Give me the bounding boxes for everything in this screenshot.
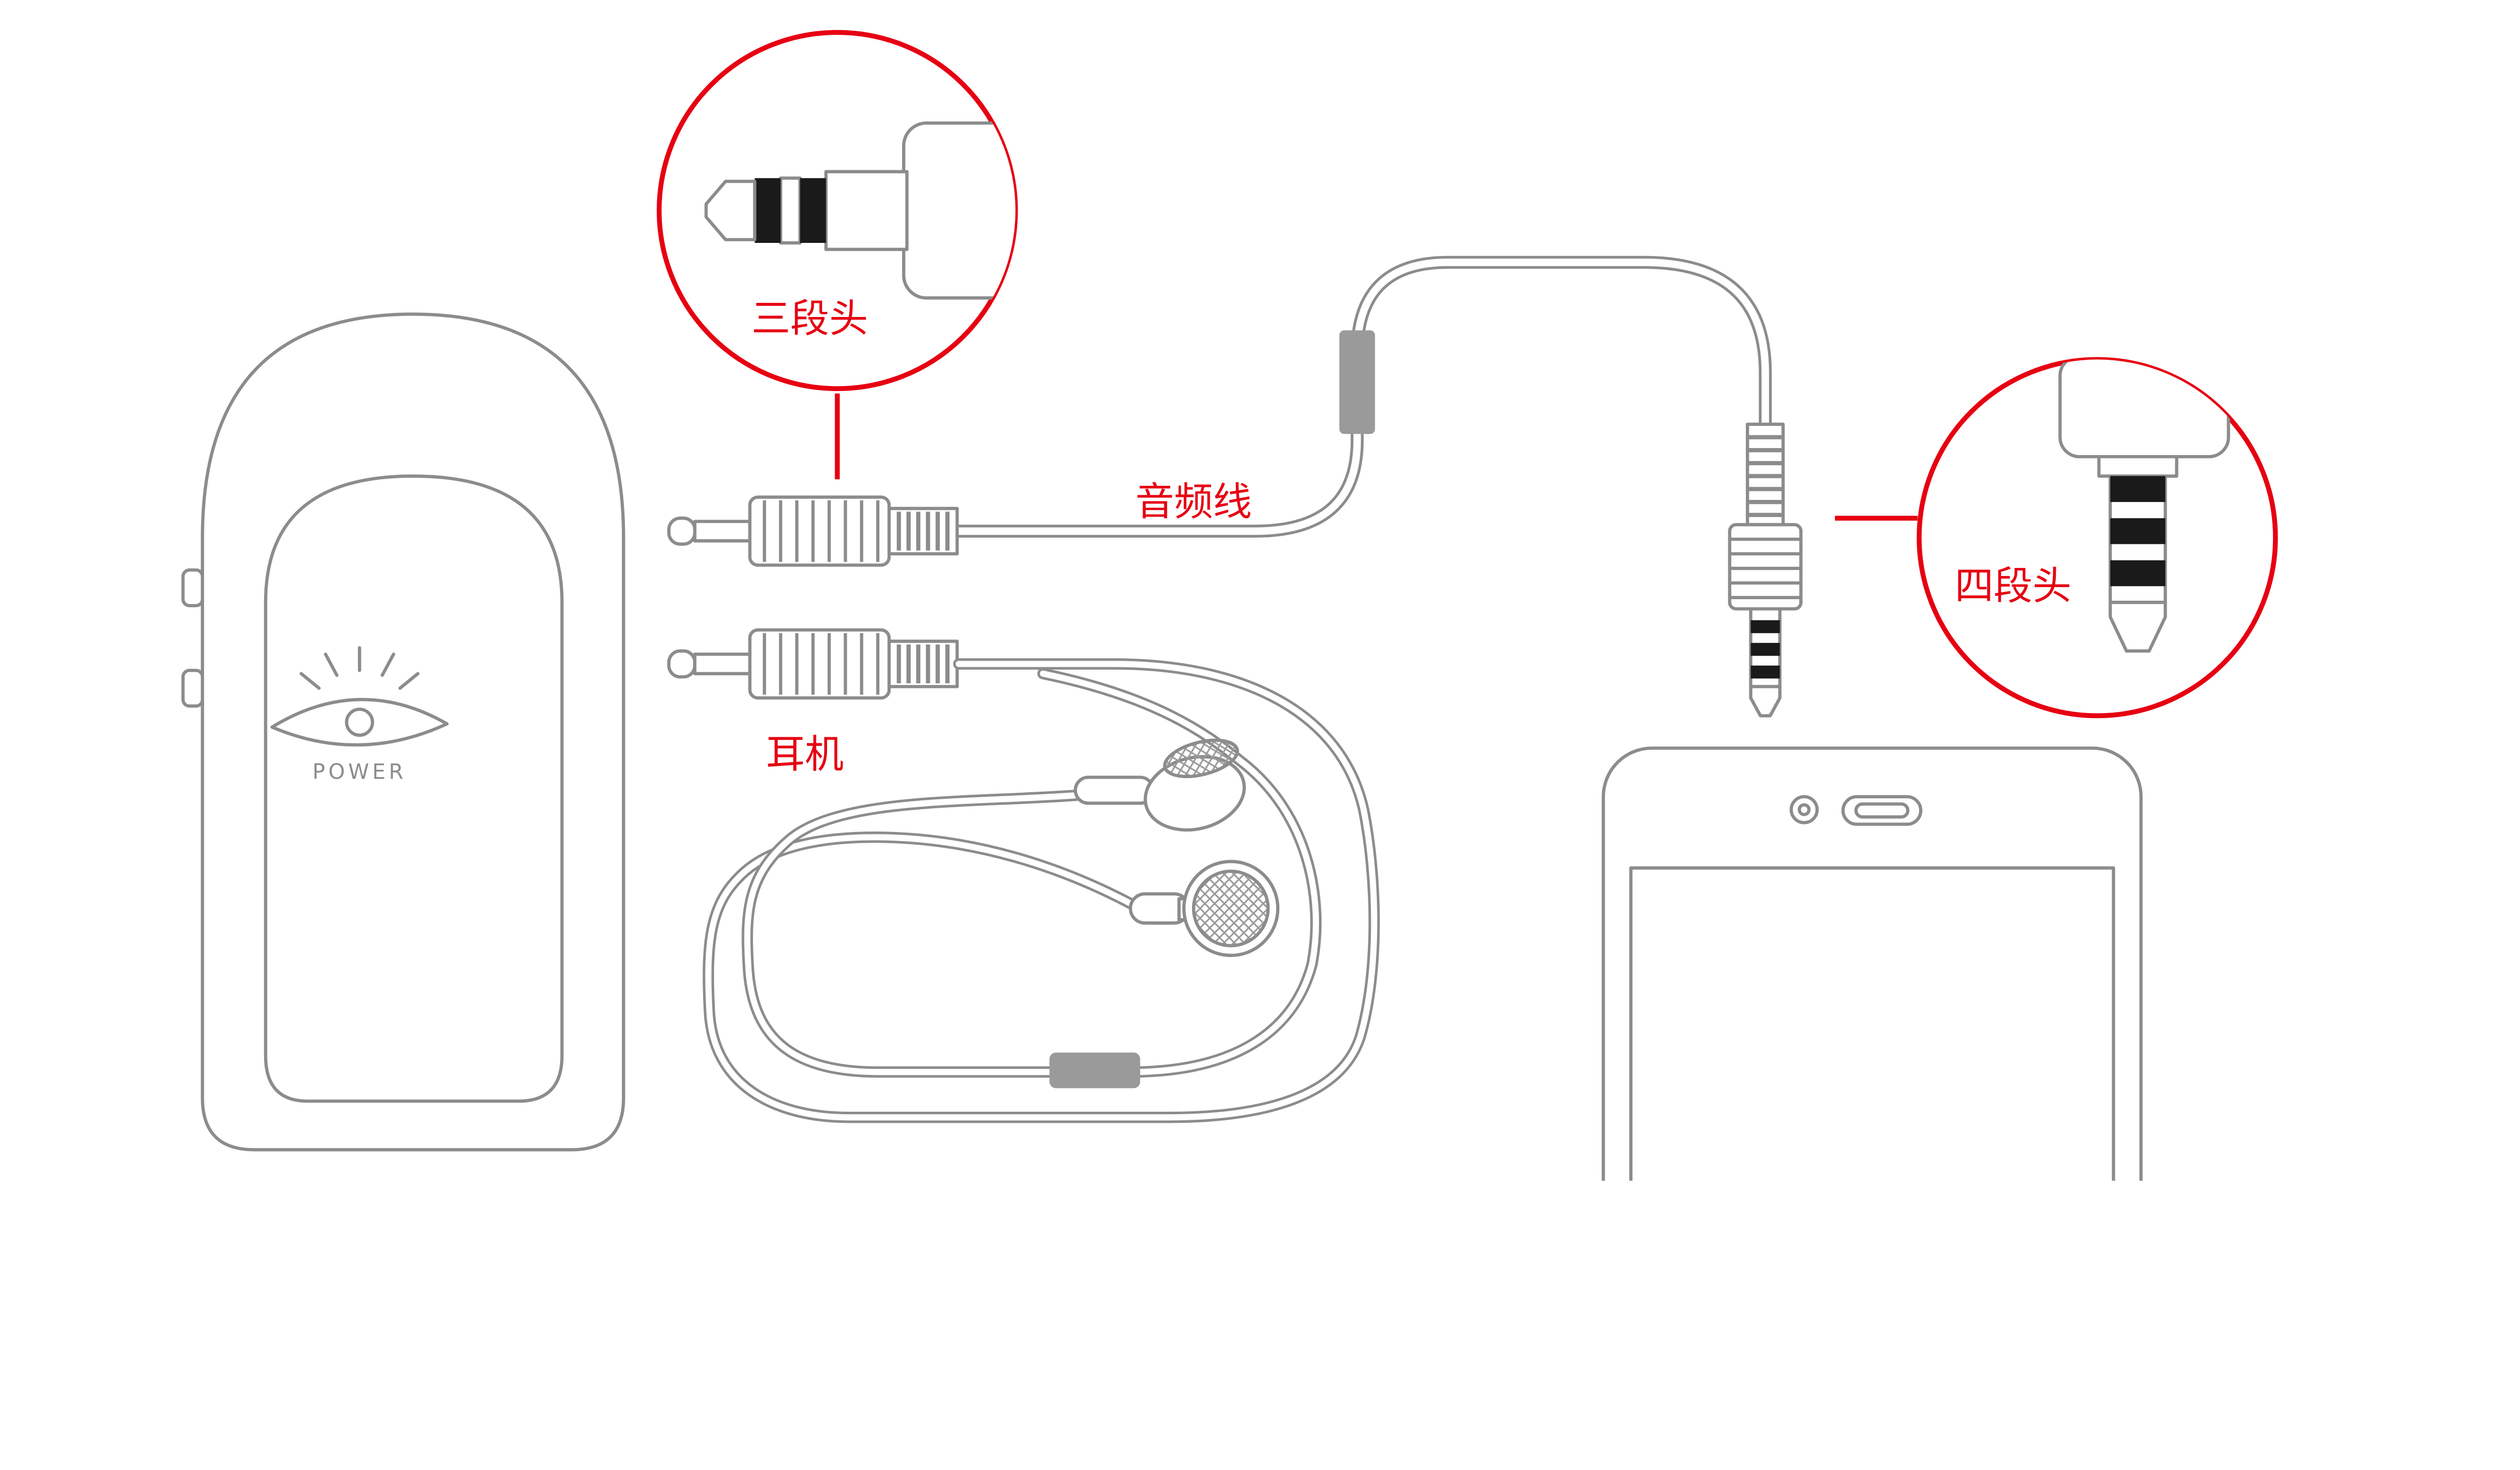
- label-audio-cable: 音频线: [1136, 479, 1252, 525]
- phone-plug-tip: [1749, 685, 1782, 718]
- eye-pupil: [345, 708, 374, 737]
- diagram-stage: POWER 音频线 耳机: [181, 30, 2278, 1181]
- phone-screen: [1629, 866, 2115, 1181]
- audio-cable: [952, 255, 1772, 538]
- earbud-left-grille: [1163, 738, 1239, 779]
- plug2-tip: [667, 649, 697, 679]
- earbud-right-grille: [1192, 869, 1270, 947]
- audio-cable-tube-inner: [955, 259, 1769, 535]
- plug1-barrel-ribs: [763, 500, 879, 562]
- phone: [1602, 746, 2143, 1181]
- audio-cable-sleeve: [1339, 330, 1375, 434]
- trs-plug-closeup: [704, 121, 1016, 300]
- trs-closeup-body: [902, 121, 1016, 300]
- earphone-plug-trs: [667, 628, 959, 700]
- plug2-strain-ribs: [897, 644, 950, 684]
- earphone-splitter-sleeve: [1049, 1052, 1141, 1089]
- phone-plug-band-1: [1750, 620, 1780, 633]
- eye-lower-lid: [270, 722, 449, 747]
- plug1-shaft: [693, 520, 752, 543]
- plug1-strain-ribs: [897, 512, 950, 551]
- plug2-shaft: [693, 652, 752, 675]
- trs-closeup-band-1: [754, 178, 781, 243]
- earphone-cable-1-inner: [705, 661, 1377, 1121]
- trrs-closeup-collar: [2097, 455, 2178, 478]
- trs-closeup-callout: 三段头: [657, 30, 1018, 392]
- phone-camera-lens: [1797, 803, 1811, 816]
- trrs-closeup-band-1: [2110, 476, 2166, 502]
- plug1-barrel: [748, 495, 891, 567]
- earbud-left: [1074, 738, 1246, 832]
- device-side-button-bottom: [181, 669, 204, 708]
- plug2-barrel: [748, 628, 891, 700]
- trs-closeup-tip: [704, 179, 757, 241]
- device-front-panel: [264, 474, 564, 1103]
- trrs-closeup-callout: 四段头: [1917, 357, 2278, 719]
- plug2-barrel-ribs: [763, 633, 879, 695]
- earbud-right: [1128, 860, 1280, 957]
- plug1-tip: [667, 517, 697, 546]
- phone-speaker-grille: [1854, 802, 1910, 819]
- audio-plug-trs: [667, 495, 959, 567]
- doppler-device: POWER: [181, 312, 625, 1152]
- label-four-segment: 四段头: [1955, 563, 2071, 609]
- eye-rays: [299, 646, 420, 690]
- phone-plug-band-3: [1750, 665, 1780, 679]
- trrs-closeup-body: [2058, 359, 2230, 459]
- power-label: POWER: [312, 759, 407, 784]
- label-earphones: 耳机: [766, 732, 844, 777]
- trrs-closeup-band-2: [2110, 518, 2166, 544]
- eye-upper-lid: [270, 697, 449, 729]
- device-side-button-top: [181, 568, 204, 608]
- earphones: [703, 658, 1380, 1123]
- phone-plug-strain-ribs: [1747, 435, 1783, 518]
- trrs-closeup-tip: [2108, 601, 2167, 653]
- trs-closeup-gap: [779, 176, 802, 245]
- phone-camera: [1789, 795, 1819, 824]
- phone-plug-band-2: [1750, 643, 1780, 656]
- connection-diagram: POWER 音频线 耳机: [181, 30, 2278, 1181]
- phone-plug-barrel-ribs: [1729, 537, 1801, 599]
- label-three-segment: 三段头: [751, 296, 868, 342]
- phone-plug-trrs: [1728, 422, 1803, 718]
- power-eye-icon: [270, 646, 449, 747]
- trrs-closeup-band-3: [2110, 560, 2166, 587]
- trs-closeup-band-2: [800, 178, 826, 243]
- earbud-left-stem: [1074, 776, 1155, 805]
- trs-closeup-shaft: [824, 170, 909, 251]
